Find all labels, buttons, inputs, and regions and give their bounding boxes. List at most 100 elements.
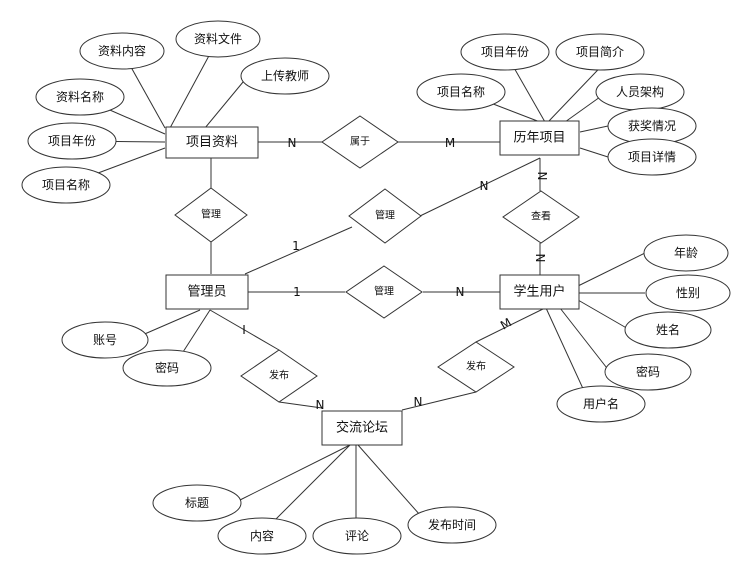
relationship-label: 发布 [269, 369, 289, 382]
relationship-admin-manages-students: 管理 [345, 265, 423, 319]
attribute-stu-password: 密码 [604, 353, 692, 391]
attribute-ellipse [35, 78, 125, 116]
cardinality-material-belongs: N [288, 136, 297, 150]
attribute-stu-name: 姓名 [624, 311, 712, 349]
attribute-label: 人员架构 [616, 84, 664, 99]
attribute-label: 资料名称 [56, 89, 104, 104]
attribute-label: 标题 [185, 496, 209, 510]
attribute-material-project-year: 项目年份 [27, 122, 117, 160]
attribute-admin-account: 账号 [61, 321, 149, 359]
attribute-stu-age: 年龄 [643, 234, 729, 272]
entity-box [165, 274, 249, 310]
cardinality-projects-views: N [535, 172, 549, 181]
attribute-ellipse [217, 517, 307, 555]
relationship-label: 查看 [531, 210, 551, 223]
entity-label: 学生用户 [513, 284, 565, 300]
attribute-label: 年龄 [674, 246, 698, 260]
attribute-ellipse [175, 20, 261, 58]
entity-forum: 交流论坛 [321, 410, 403, 446]
attribute-proj-year: 项目年份 [460, 33, 550, 71]
attribute-upload-teacher: 上传教师 [240, 57, 330, 95]
attribute-ellipse [556, 385, 646, 423]
attribute-admin-password: 密码 [122, 349, 212, 387]
attribute-label: 密码 [155, 360, 179, 375]
attribute-material-name: 资料名称 [35, 78, 125, 116]
relationship-diamond [502, 190, 580, 244]
relationship-diamond [345, 265, 423, 319]
cardinality-projects-admin: N [480, 179, 489, 193]
cardinality-projects-belongs: M [445, 136, 455, 150]
attribute-label: 获奖情况 [628, 119, 676, 133]
relationship-student-posts: 发布 [437, 341, 515, 393]
attribute-ellipses: 资料内容资料文件资料名称上传教师项目年份项目名称项目年份项目简介项目名称人员架构… [21, 20, 731, 555]
attribute-label: 项目年份 [481, 45, 529, 59]
relationship-label: 管理 [375, 209, 395, 222]
attribute-stu-gender: 性别 [645, 274, 731, 312]
attribute-ellipse [61, 321, 149, 359]
attribute-label: 资料文件 [194, 31, 242, 46]
relationship-diamond [348, 188, 422, 244]
entity-project-material: 项目资料 [165, 126, 259, 159]
relationship-admin-manages-material: 管理 [174, 187, 248, 243]
cardinality-admin-projects: 1 [292, 239, 300, 253]
attribute-stu-username: 用户名 [556, 385, 646, 423]
attribute-ellipse [607, 138, 697, 176]
attribute-label: 密码 [636, 364, 660, 379]
attribute-label: 性别 [676, 286, 700, 300]
cardinality-students-admin: N [456, 285, 465, 299]
attribute-ellipse [27, 122, 117, 160]
attribute-material-file: 资料文件 [175, 20, 261, 58]
attribute-label: 项目简介 [576, 45, 624, 59]
attribute-ellipse [460, 33, 550, 71]
cardinality-forum-students: N [414, 395, 423, 409]
attribute-ellipse [21, 166, 111, 204]
attribute-ellipse [79, 32, 165, 70]
relationship-diamond [321, 115, 399, 169]
entity-box [321, 410, 403, 446]
relationship-belongs-to: 属于 [321, 115, 399, 169]
relationship-admin-manages-projects: 管理 [348, 188, 422, 244]
entity-label: 交流论坛 [336, 420, 388, 436]
attribute-label: 内容 [250, 528, 274, 543]
entity-label: 管理员 [187, 285, 226, 300]
cardinality-forum-admin: N [316, 398, 325, 412]
attribute-label: 账号 [93, 333, 117, 347]
attribute-ellipse [643, 234, 729, 272]
entity-label: 历年项目 [513, 131, 565, 146]
attribute-ellipse [240, 57, 330, 95]
attribute-material-project-name: 项目名称 [21, 166, 111, 204]
relationship-diamonds: 属于管理管理查看管理发布发布 [174, 115, 580, 403]
attribute-label: 用户名 [583, 396, 619, 411]
cardinality-admin-posts: I [242, 323, 246, 337]
attribute-label: 发布时间 [428, 517, 476, 532]
attribute-label: 上传教师 [261, 68, 309, 83]
entity-student-user: 学生用户 [499, 274, 580, 310]
entity-box [499, 274, 580, 310]
attribute-proj-details: 项目详情 [607, 138, 697, 176]
attribute-ellipse [152, 484, 242, 522]
attribute-proj-intro: 项目简介 [555, 33, 645, 71]
cardinality-students-views: N [533, 254, 547, 263]
attribute-label: 资料内容 [98, 43, 146, 58]
attribute-proj-name: 项目名称 [416, 73, 506, 111]
attribute-forum-time: 发布时间 [407, 506, 497, 544]
relationship-views: 查看 [502, 190, 580, 244]
attribute-label: 项目名称 [437, 84, 485, 99]
entity-box [499, 120, 580, 156]
attribute-forum-title: 标题 [152, 484, 242, 522]
attribute-label: 评论 [345, 529, 369, 543]
attribute-ellipse [416, 73, 506, 111]
relationship-label: 发布 [466, 360, 486, 373]
relationship-diamond [240, 349, 318, 403]
relationship-label: 管理 [374, 285, 394, 298]
attribute-ellipse [555, 33, 645, 71]
attribute-proj-staff: 人员架构 [595, 73, 685, 111]
attribute-forum-comment: 评论 [312, 517, 402, 555]
attribute-ellipse [312, 517, 402, 555]
attribute-ellipse [407, 506, 497, 544]
attribute-ellipse [624, 311, 712, 349]
attribute-label: 项目年份 [48, 134, 96, 148]
entity-box [165, 126, 259, 159]
